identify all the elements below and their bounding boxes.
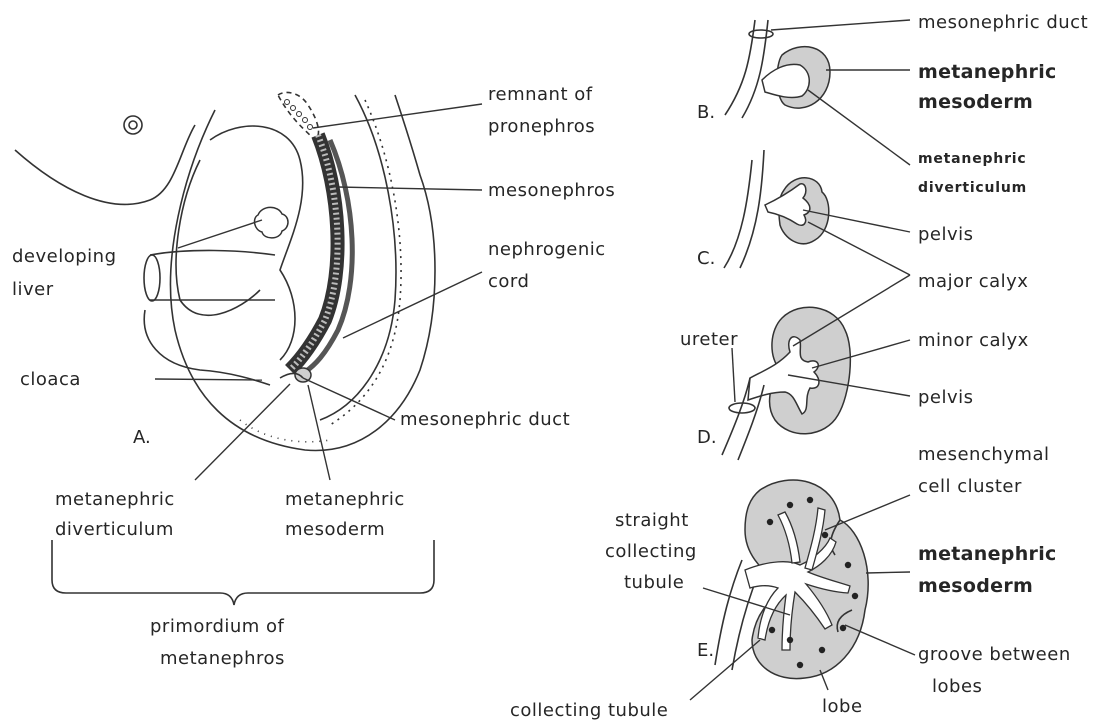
label-metanephric-diverticulum-a-1: metanephric bbox=[55, 489, 175, 510]
label-metanephric-mesoderm-e-1: metanephric bbox=[918, 543, 1057, 565]
primordium-bracket bbox=[52, 540, 434, 605]
label-metanephric-mesoderm-b-1: metanephric bbox=[918, 61, 1057, 83]
label-cell-cluster: cell cluster bbox=[918, 476, 1022, 497]
label-panel-d: D. bbox=[697, 427, 717, 448]
panel-a-drawing bbox=[15, 92, 435, 450]
label-collecting-tubule: collecting tubule bbox=[510, 700, 668, 721]
ureter-d-left bbox=[722, 378, 750, 455]
label-mesonephric-duct-a: mesonephric duct bbox=[400, 409, 570, 430]
label-mesenchymal: mesenchymal bbox=[918, 444, 1050, 465]
label-tubule: tubule bbox=[624, 572, 684, 593]
label-minor-calyx: minor calyx bbox=[918, 330, 1029, 351]
label-mesonephros: mesonephros bbox=[488, 180, 615, 201]
embryo-head-outline bbox=[15, 125, 195, 204]
label-major-calyx: major calyx bbox=[918, 271, 1028, 292]
label-metanephric-mesoderm-a-2: mesoderm bbox=[285, 519, 385, 540]
label-collecting: collecting bbox=[605, 541, 697, 562]
ureter-e-right bbox=[732, 575, 758, 670]
eye-spot bbox=[124, 116, 142, 134]
mesonephros-band bbox=[290, 135, 338, 370]
panel-c-drawing bbox=[724, 150, 910, 275]
label-remnant-of: remnant of bbox=[488, 84, 593, 105]
label-ureter: ureter bbox=[680, 329, 738, 350]
label-pronephros: pronephros bbox=[488, 116, 595, 137]
panel-d-drawing bbox=[722, 275, 910, 460]
gut-tube-end bbox=[144, 255, 160, 301]
liver-bud bbox=[255, 207, 288, 238]
panel-b-drawing bbox=[725, 20, 910, 165]
label-metanephric-mesoderm-e-2: mesoderm bbox=[918, 575, 1033, 597]
label-metanephric-mesoderm-b-2: mesoderm bbox=[918, 91, 1033, 113]
label-nephrogenic: nephrogenic bbox=[488, 239, 606, 260]
duct-c-left bbox=[724, 160, 752, 268]
gut-loop bbox=[210, 126, 303, 360]
label-cord: cord bbox=[488, 271, 529, 292]
label-liver: liver bbox=[12, 279, 54, 300]
label-panel-b: B. bbox=[697, 102, 715, 123]
labels-panel-a: remnant of pronephros mesonephros nephro… bbox=[12, 84, 615, 669]
label-lobes: lobes bbox=[932, 676, 982, 697]
label-mesonephric-duct-b: mesonephric duct bbox=[918, 12, 1088, 33]
label-metanephric-diverticulum-a-2: diverticulum bbox=[55, 519, 174, 540]
cloaca-loop bbox=[144, 310, 270, 385]
label-lobe: lobe bbox=[822, 696, 863, 717]
label-metanephric-mesoderm-a-1: metanephric bbox=[285, 489, 405, 510]
label-metanephric-diverticulum-b-1: metanephric bbox=[918, 151, 1026, 167]
label-panel-e: E. bbox=[697, 640, 714, 661]
label-developing: developing bbox=[12, 246, 117, 267]
label-cloaca: cloaca bbox=[20, 369, 81, 390]
label-straight: straight bbox=[615, 510, 689, 531]
ureter-e-left bbox=[715, 560, 742, 665]
label-panel-a: A. bbox=[133, 427, 151, 448]
label-primordium-of: primordium of bbox=[150, 616, 285, 637]
metanephric-diverticulum-b bbox=[762, 64, 809, 97]
eye-spot-inner bbox=[129, 121, 137, 129]
liver-loop bbox=[176, 160, 260, 315]
panel-e-drawing bbox=[690, 480, 915, 700]
label-groove-between: groove between bbox=[918, 644, 1071, 665]
label-metanephros: metanephros bbox=[160, 648, 285, 669]
label-panel-c: C. bbox=[697, 248, 715, 269]
gut-tube-top bbox=[150, 250, 275, 255]
label-metanephric-diverticulum-b-2: diverticulum bbox=[918, 180, 1027, 196]
label-pelvis-c: pelvis bbox=[918, 224, 974, 245]
label-pelvis-d: pelvis bbox=[918, 387, 974, 408]
